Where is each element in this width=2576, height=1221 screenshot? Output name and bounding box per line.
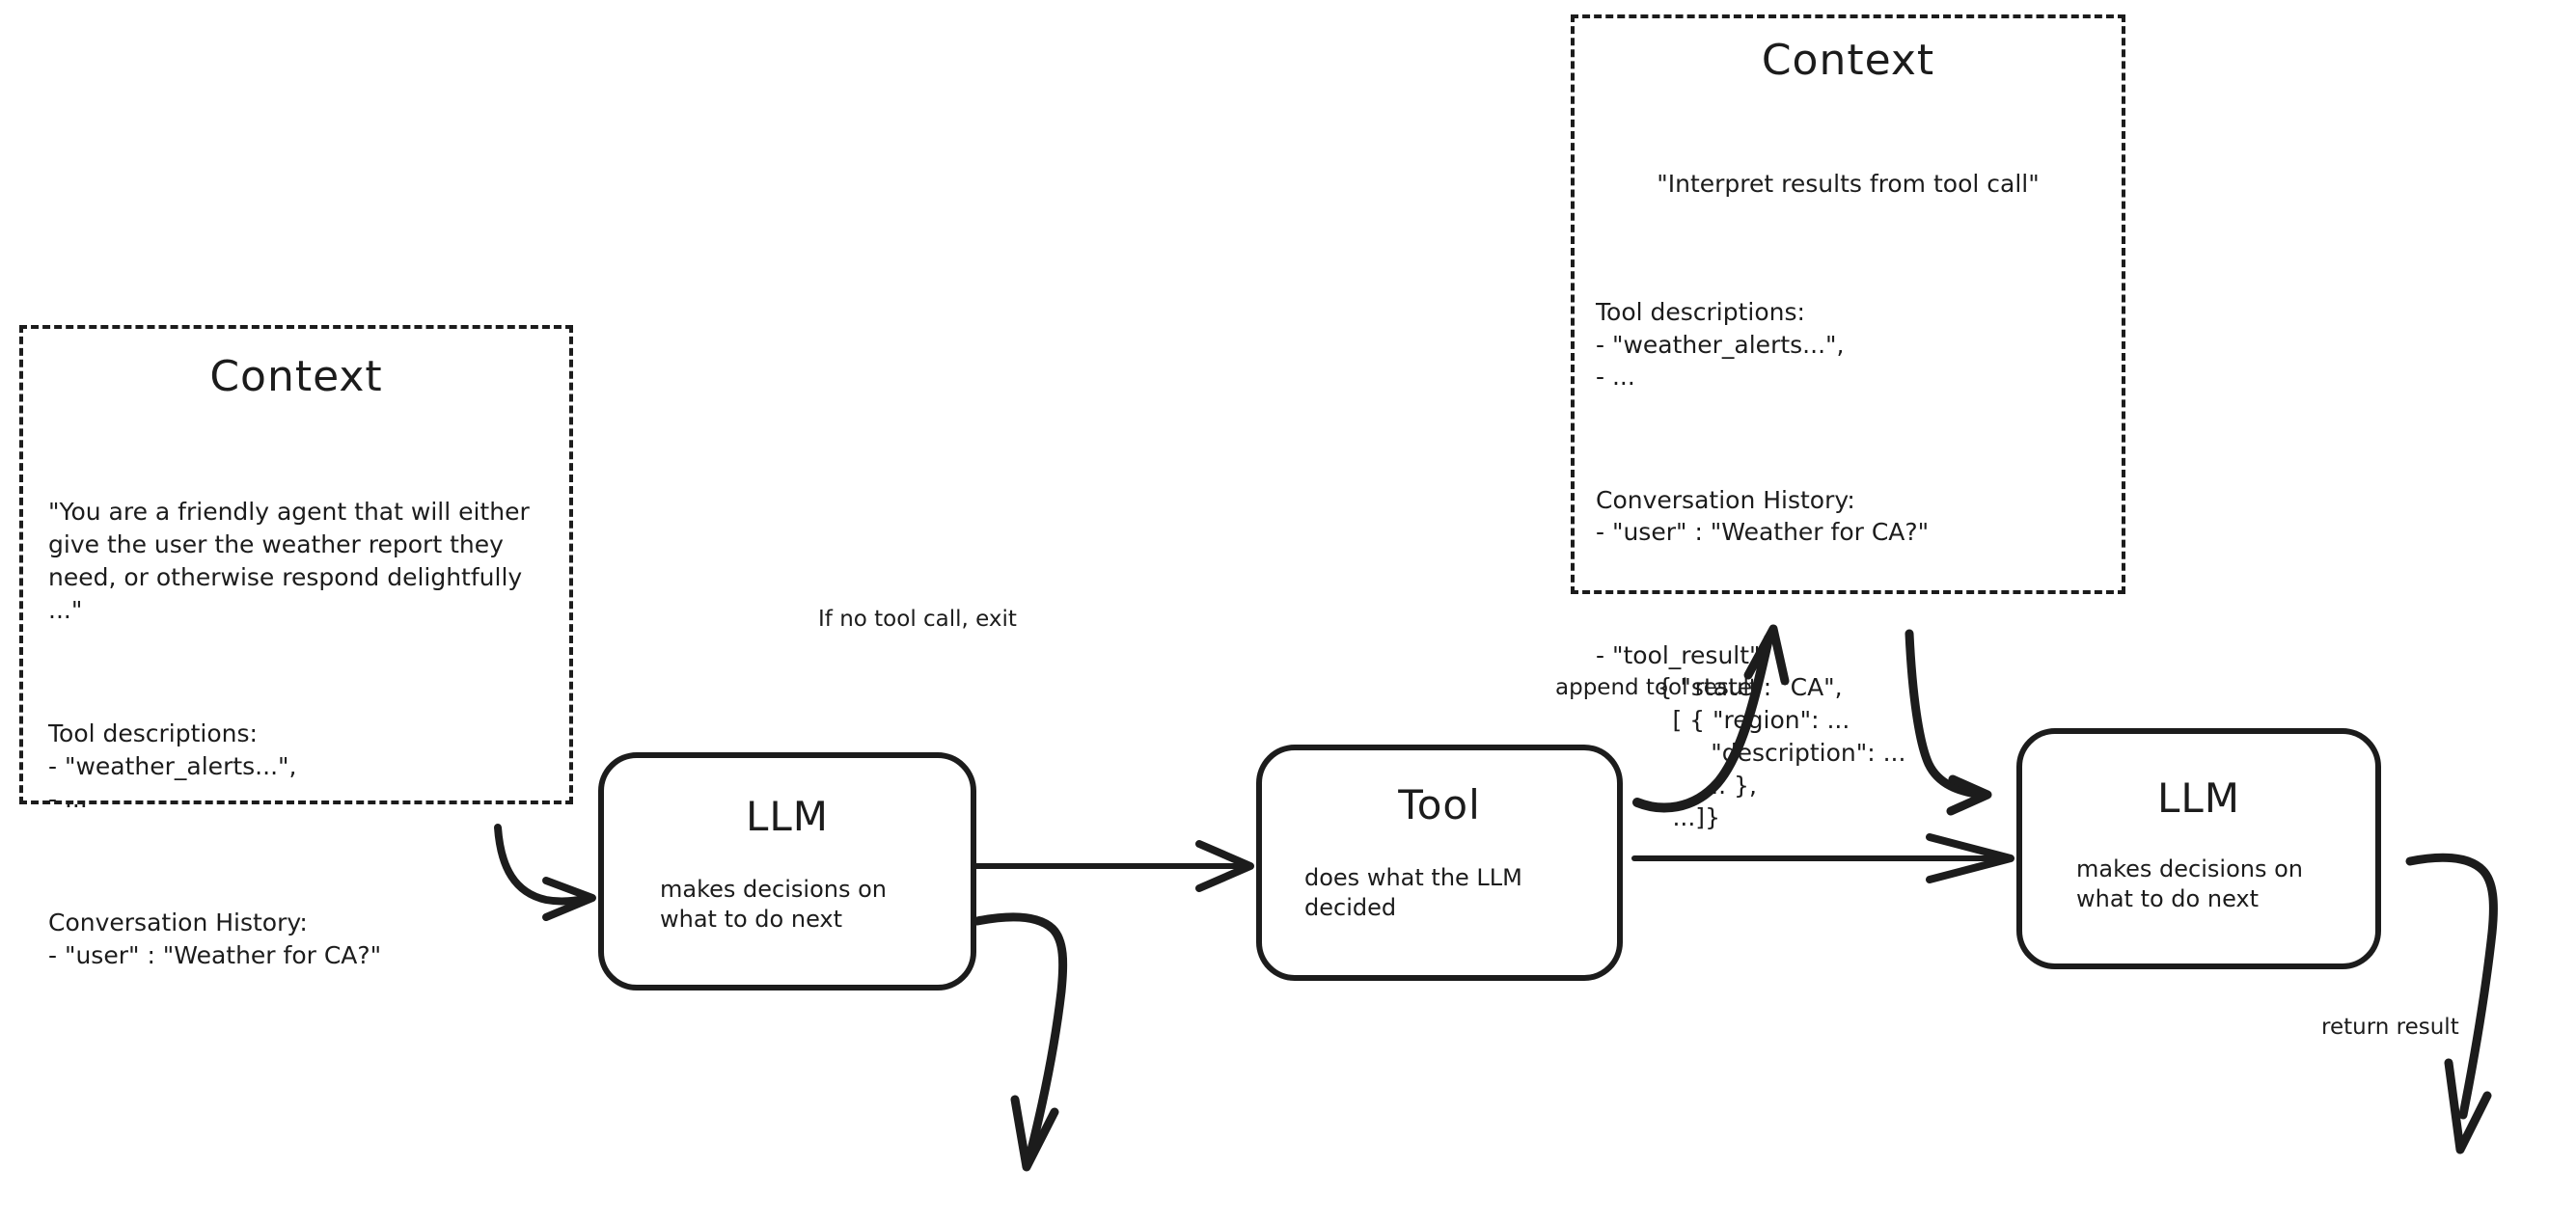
context-left-title: Context (209, 352, 383, 401)
context-left-history-block: Conversation History: - "user" : "Weather… (48, 907, 544, 972)
context-left-tools-heading: Tool descriptions: (48, 719, 258, 747)
context-box-left: Context "You are a friendly agent that w… (19, 325, 573, 969)
edge-label-append-tool-result: append tool result (1555, 675, 1758, 700)
node-tool-title: Tool (1398, 781, 1481, 828)
context-right-tools-items: - "weather_alerts...", - ... (1596, 330, 1845, 392)
context-left-system-prompt: "You are a friendly agent that will eith… (48, 498, 537, 624)
context-left-body: "You are a friendly agent that will eith… (48, 430, 544, 1038)
context-right-tools-heading: Tool descriptions: (1596, 297, 1805, 326)
edge-label-exit: If no tool call, exit (818, 607, 1017, 632)
context-right-history-user: - "user" : "Weather for CA?" (1596, 518, 1930, 547)
context-right-history-heading: Conversation History: (1596, 485, 1855, 514)
context-right-history-block: Conversation History: - "user" : "Weather… (1596, 484, 2100, 550)
node-llm-second-subtitle: makes decisions on what to do next (2076, 855, 2303, 913)
context-right-title: Context (1761, 36, 1935, 85)
context-right-tools-block: Tool descriptions: - "weather_alerts...",… (1596, 296, 2100, 393)
arrow-return-result (2405, 853, 2498, 1154)
node-llm-first[interactable]: LLM makes decisions on what to do next (598, 752, 976, 990)
context-left-tools-block: Tool descriptions: - "weather_alerts...",… (48, 718, 544, 816)
node-llm-first-title: LLM (745, 793, 830, 840)
edge-label-return-result: return result (2321, 1015, 2459, 1040)
arrow-exit (973, 912, 1068, 1172)
context-left-history-items: - "user" : "Weather for CA?" (48, 941, 382, 969)
node-tool[interactable]: Tool does what the LLM decided (1256, 745, 1623, 981)
context-left-history-heading: Conversation History: (48, 909, 308, 936)
node-llm-second-title: LLM (2156, 774, 2241, 822)
node-llm-second[interactable]: LLM makes decisions on what to do next (2016, 728, 2381, 969)
context-left-tools-items: - "weather_alerts...", - ... (48, 752, 297, 813)
node-llm-first-subtitle: makes decisions on what to do next (660, 876, 887, 934)
context-right-instruction: "Interpret results from tool call" (1657, 169, 2040, 198)
context-box-right: Context "Interpret results from tool cal… (1571, 14, 2125, 831)
arrow-llm-to-tool (972, 840, 1254, 892)
node-tool-subtitle: does what the LLM decided (1304, 864, 1522, 922)
